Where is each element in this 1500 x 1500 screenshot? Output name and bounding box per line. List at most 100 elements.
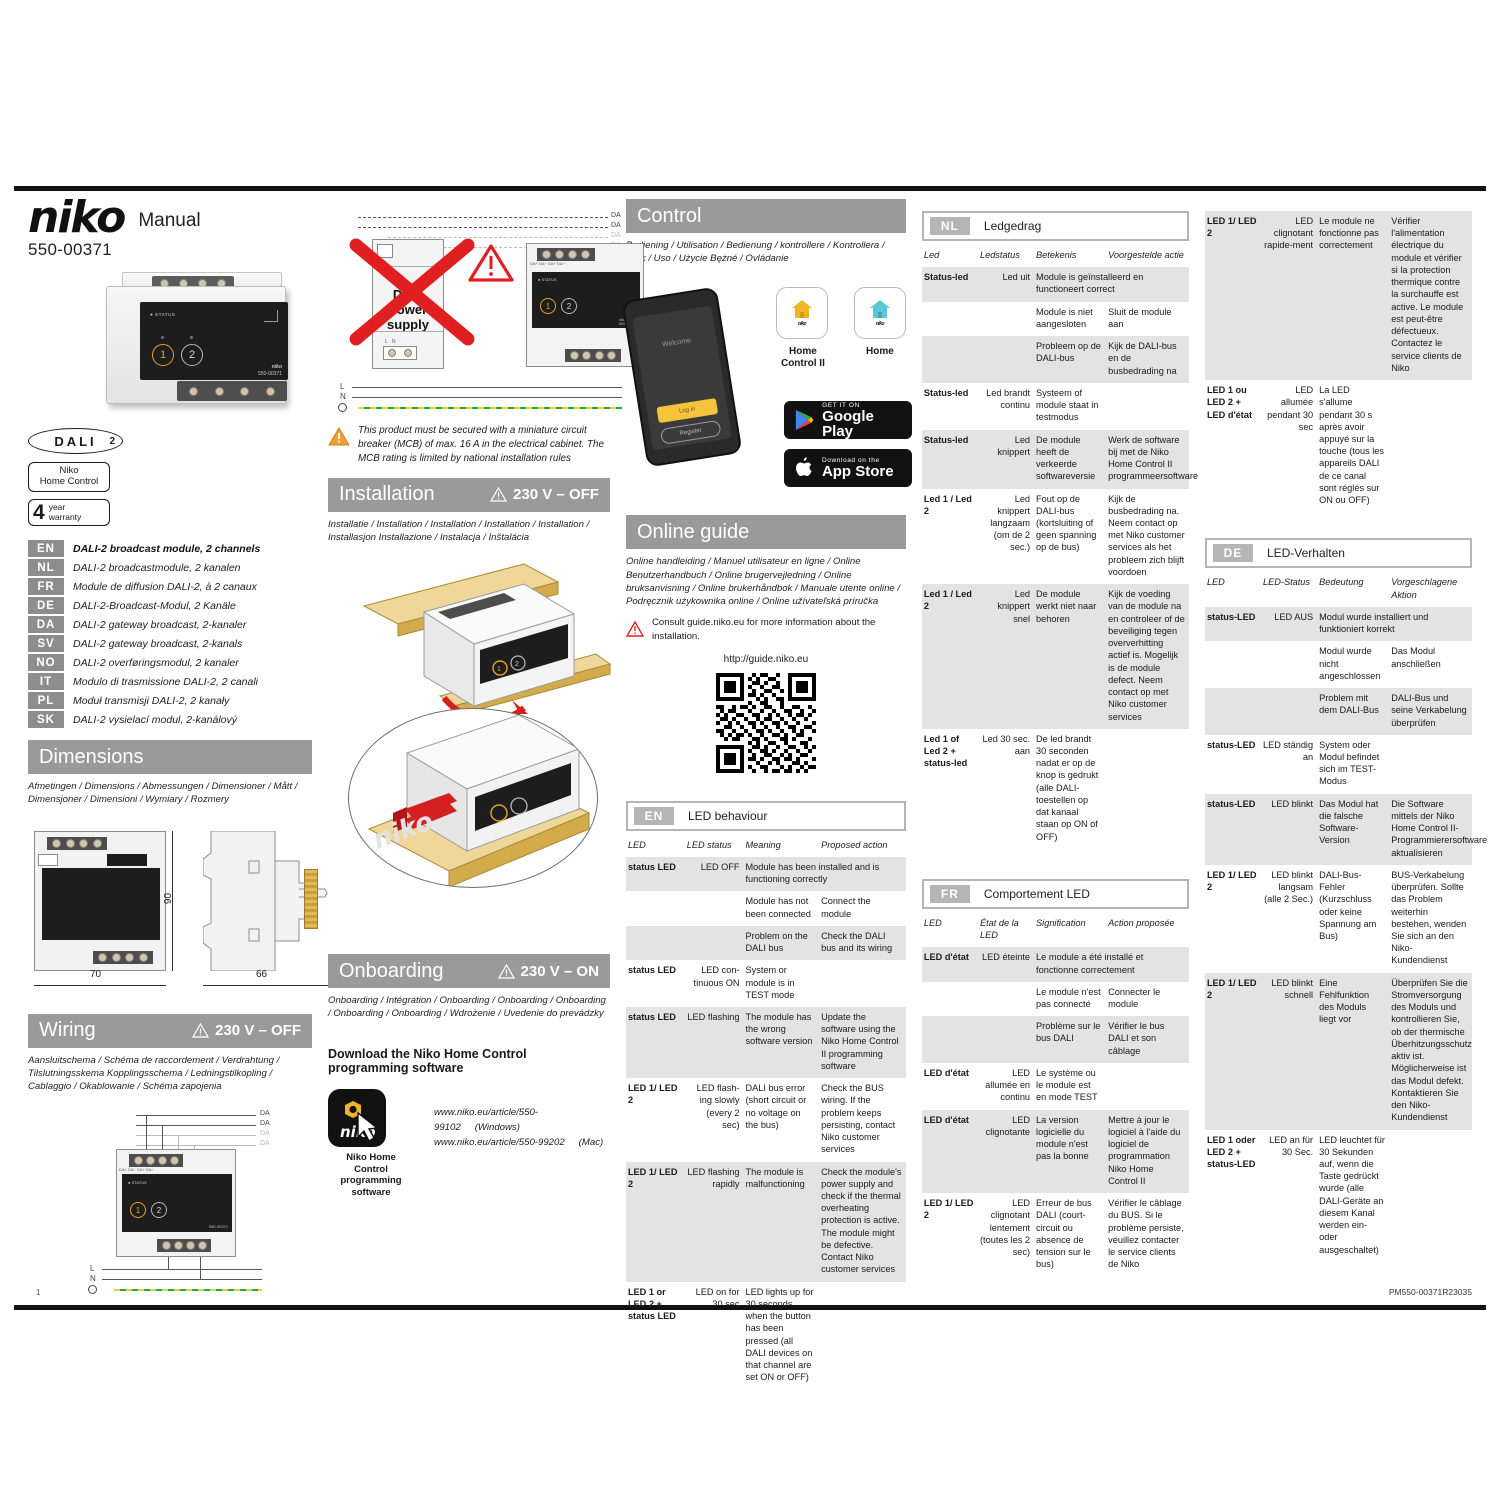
google-play-icon xyxy=(795,410,814,431)
table-row: status LED LED flashing The module has t… xyxy=(625,1006,906,1079)
list-item: SV DALI-2 gateway broadcast, 2-kanals xyxy=(28,635,312,653)
cell-status: LED flashing xyxy=(684,1006,744,1079)
cell-meaning: Module has not been connected xyxy=(745,896,811,919)
cell-status: LED blinkt langsam (alle 2 Sec.) xyxy=(1264,869,1314,905)
cell-status: Led knippert langzaam (om de 2 sec.) xyxy=(990,493,1031,553)
front-view xyxy=(34,830,166,971)
cell-led: Status-led xyxy=(923,387,969,398)
cell-led: LED 1/ LED 2 xyxy=(627,1083,678,1106)
cell-led: LED d'état xyxy=(921,1109,978,1194)
led-behaviour-table-fr-continued: LED 1/ LED 2 LED clignotant rapide-ment … xyxy=(1204,211,1472,512)
dali-badge-text: DALI xyxy=(54,433,97,449)
cell-meaning: De module heeft de verkeerde softwarever… xyxy=(1034,429,1107,489)
cell-status: LED clignotante xyxy=(977,1109,1035,1194)
house-icon-2 xyxy=(869,300,890,319)
cell-led: status LED xyxy=(627,965,676,976)
app-icon-home-control-ii[interactable]: niko xyxy=(775,287,828,340)
table-row: status-LED LED blinkt Das Modul hat die … xyxy=(1204,793,1487,865)
table-row: Module is niet aangesloten Sluit de modu… xyxy=(922,302,1189,336)
lang-tag-sk: SK xyxy=(28,711,64,729)
table-row: Le module n'est pas connecté Connecter l… xyxy=(922,982,1189,1016)
status-led-label: ● STATUS xyxy=(150,312,176,318)
table-title-nl: Ledgedrag xyxy=(983,219,1042,233)
cell-status: LED flash-ing slowly (every 2 sec) xyxy=(696,1083,740,1130)
th-meaning: Bedeutung xyxy=(1319,577,1364,588)
cell-status: Led 30 sec. aan xyxy=(982,733,1031,756)
cell-meaning: Le module n'est pas connecté xyxy=(1036,986,1101,1010)
apple-icon xyxy=(795,457,812,477)
orange-warning-triangle-icon xyxy=(328,427,350,451)
wiring-voltage-text: 230 V – OFF xyxy=(215,1022,301,1040)
installation-detail-zoom: niko xyxy=(348,708,598,889)
cell-meaning: DALI bus error (short circuit or no volt… xyxy=(745,1083,807,1130)
th-status: Ledstatus xyxy=(979,250,1020,260)
cell-led: status LED xyxy=(625,856,685,892)
installation-voltage-text: 230 V – OFF xyxy=(513,486,599,504)
manual-label: Manual xyxy=(138,210,201,232)
article-number: 550-00371 xyxy=(28,240,112,260)
th-meaning: Meaning xyxy=(745,839,781,850)
cell-status xyxy=(685,891,744,925)
cell-status xyxy=(684,925,744,961)
qr-code-icon[interactable] xyxy=(715,672,816,773)
app-icon-home[interactable]: niko xyxy=(853,287,906,340)
cell-action: Das Modul anschließen xyxy=(1391,646,1441,669)
list-item[interactable]: www.niko.eu/article/550-99102(Windows) xyxy=(434,1105,610,1136)
cell-status: LED on for 30 sec xyxy=(695,1286,740,1309)
google-play-small: GET IT ON xyxy=(822,401,860,409)
lang-text-sv: DALI-2 gateway broadcast, 2-kanals xyxy=(73,637,243,650)
cell-led: status-LED xyxy=(1204,793,1262,865)
cell-action: Mettre à jour le logiciel à l'aide du lo… xyxy=(1106,1109,1189,1194)
cell-led: LED 1/ LED 2 xyxy=(625,1161,685,1282)
channel-1-button[interactable]: 1 xyxy=(152,344,174,367)
table-row: LED 1 oder LED 2 + status-LED LED an für… xyxy=(1205,1130,1472,1262)
phone-login-button[interactable]: Log in xyxy=(656,398,719,424)
svg-text:1: 1 xyxy=(497,666,501,673)
app-store-big: App Store xyxy=(821,463,894,481)
cell-status xyxy=(978,302,1034,336)
cell-status: LED OFF xyxy=(684,856,744,892)
cell-meaning: Problem on the DALI bus xyxy=(743,925,820,961)
channel-2-button[interactable]: 2 xyxy=(181,344,203,367)
wiring-drawing: DA DA DA DA DA+ DA− DA+ DA− ● STATUS 1 2… xyxy=(28,1097,312,1297)
lang-text-en: DALI-2 broadcast module, 2 channels xyxy=(73,542,261,555)
section-title-wiring: Wiring xyxy=(39,1019,96,1042)
cell-meaning: Das Modul hat die falsche Software-Versi… xyxy=(1317,793,1390,865)
download-software-row: niko Niko Home Control programming softw… xyxy=(328,1088,610,1200)
list-item[interactable]: www.niko.eu/article/550-99202(Mac) xyxy=(434,1135,610,1150)
lang-tag-da: DA xyxy=(28,616,64,634)
list-item: DA DALI-2 gateway broadcast, 2-kanaler xyxy=(28,616,312,634)
lang-tag-de: DE xyxy=(28,597,64,615)
table-row: LED 1/ LED 2 LED flashing rapidly The mo… xyxy=(625,1161,906,1282)
dimensions-subtitle: Afmetingen / Dimensions / Abmessungen / … xyxy=(28,781,298,806)
app-block-home: niko Home xyxy=(853,287,906,369)
house-icon xyxy=(791,300,812,319)
download-os-windows: (Windows) xyxy=(474,1122,520,1133)
download-link-windows[interactable]: www.niko.eu/article/550-99102 xyxy=(434,1106,538,1133)
cell-meaning: LED leuchtet für 30 Sekunden auf, wenn d… xyxy=(1319,1134,1385,1255)
table-tag-nl: NL xyxy=(929,217,970,235)
cell-led xyxy=(625,925,685,961)
phone-register-button[interactable]: Register xyxy=(659,420,722,446)
cell-led: Status-led xyxy=(921,429,978,489)
cell-action: BUS-Verkabelung überprüfen. Sollte das P… xyxy=(1391,869,1467,966)
google-play-badge[interactable]: GET IT ON Google Play xyxy=(783,401,912,440)
lang-tag-pl: PL xyxy=(28,692,64,710)
app-label-home-control-ii: Home Control II xyxy=(780,346,825,369)
app-store-badge[interactable]: Download on the App Store xyxy=(783,449,912,488)
table-row: Problem mit dem DALI-Bus DALI-Bus und se… xyxy=(1204,688,1472,735)
online-guide-warning-text: Consult guide.niko.eu for more informati… xyxy=(651,617,876,643)
table-row: Status-led Led knippert De module heeft … xyxy=(921,429,1198,489)
cell-status: LED con-tinuous ON xyxy=(693,965,740,988)
page-number: 1 xyxy=(36,1288,41,1297)
download-link-mac[interactable]: www.niko.eu/article/550-99202 xyxy=(434,1137,565,1149)
cell-led xyxy=(922,302,978,336)
list-item: DE DALI-2-Broadcast-Modul, 2 Kanäle xyxy=(28,597,312,615)
table-header-fr: FR Comportement LED xyxy=(921,878,1189,909)
cell-led xyxy=(921,336,978,383)
onboarding-subtitle: Onboarding / Intégration / Onboarding / … xyxy=(328,995,606,1020)
online-guide-url[interactable]: http://guide.niko.eu xyxy=(723,653,809,665)
table-tag-fr: FR xyxy=(929,884,970,903)
